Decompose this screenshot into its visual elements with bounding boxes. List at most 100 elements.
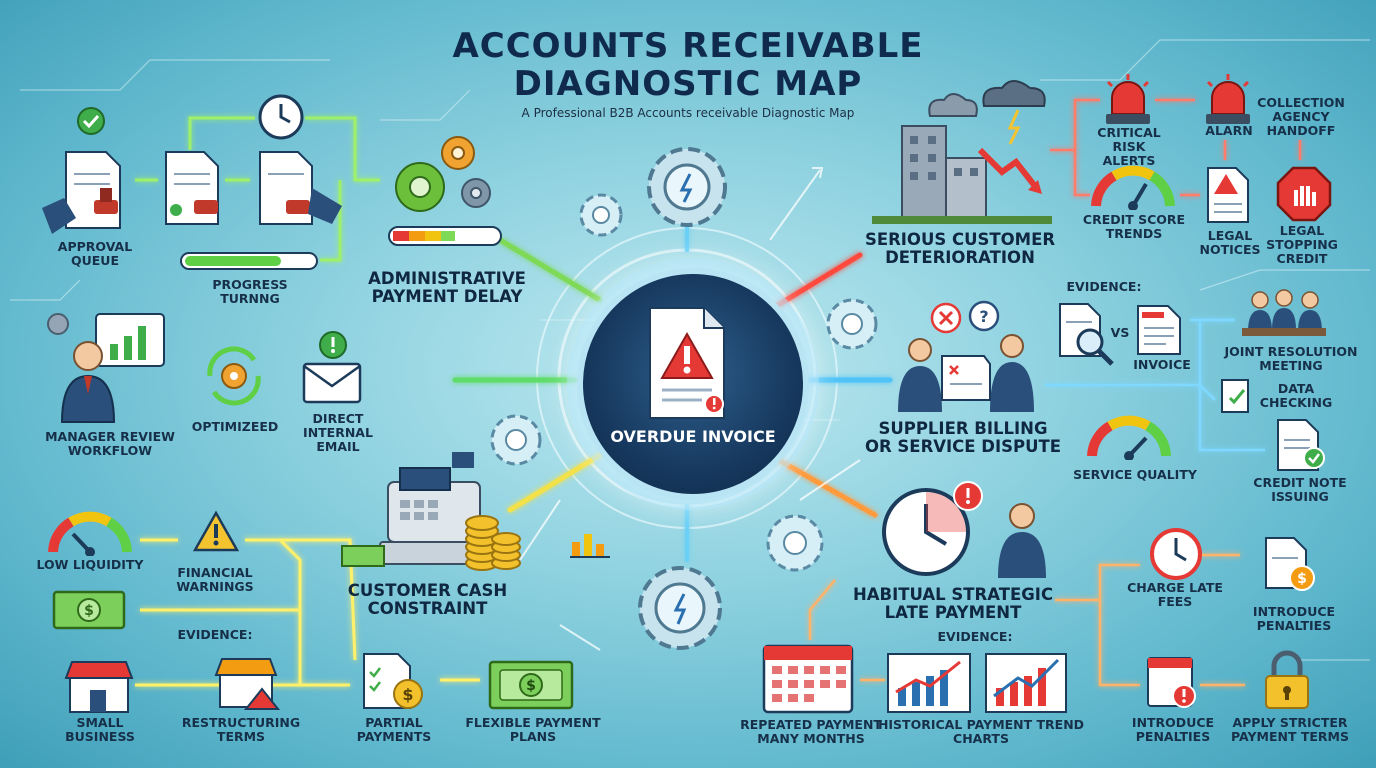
apply-stricter-label: APPLY STRICTER PAYMENT TERMS [1231,715,1349,744]
svg-text:$: $ [402,685,413,704]
page-title-line2: DIAGNOSTIC MAP [513,64,863,104]
top-gear-icon [647,147,727,227]
financial-warnings-label: FINANCIAL WARNINGS [176,565,254,594]
svg-text:$: $ [1297,571,1307,587]
cash-register-icon [341,452,489,567]
clock-icon [258,94,304,140]
collection-agency-label: COLLECTION AGENCY HANDOFF [1257,95,1345,138]
data-checking-label: DATA CHECKING [1259,381,1333,410]
mini-chart-icon [570,534,610,558]
page-subtitle: A Professional B2B Accounts receivable D… [521,106,855,120]
manager-review-label: MANAGER REVIEW WORKFLOW [45,429,175,458]
cash-evidence-label: EVIDENCE: [177,627,253,642]
credit-score-label: CREDIT SCORE TRENDS [1082,212,1186,241]
stop-sign-icon [1276,166,1332,222]
warning-icon [192,510,240,552]
restructuring-label: RESTRUCTURING TERMS [181,715,301,744]
cash-constraint-heading: CUSTOMER CASH CONSTRAINT [347,581,508,619]
low-liquidity-label: LOW LIQUIDITY [36,557,144,572]
store-icon [64,661,134,713]
trend-chart-icon-2 [985,653,1067,713]
progress-turning-label: PROGRESS TURNNG [212,277,288,306]
credit-score-gauge-icon [1091,165,1175,210]
historical-trend-label: HISTORICAL PAYMENT TREND CHARTS [877,717,1085,746]
service-quality-label: SERVICE QUALITY [1073,467,1197,482]
dispute-evidence-label: EVIDENCE: [1066,279,1142,294]
introduce-penalties-bottom-label: INTRODUCE PENALTIES [1131,715,1215,744]
decor-arrows [519,167,861,651]
handshake-dispute-icon: ? [898,300,1034,412]
circuit-background [10,39,1370,661]
legal-notice-icon [1207,167,1249,223]
late-fee-clock-icon [1150,528,1202,580]
overdue-invoice-icon [649,307,725,419]
calendar-icon [762,644,854,714]
envelope-icon [302,362,362,404]
small-gear-icon-1 [579,193,623,237]
siren-icon [1106,74,1150,124]
repeated-payment-label: REPEATED PAYMENT MANY MONTHS [740,717,882,746]
invoice-label: INVOICE [1133,357,1191,372]
deterioration-flow-lines [1050,98,1302,197]
cash-flow-lines [135,538,480,687]
recycle-gears-icon [207,346,261,406]
small-gear-icon-4 [766,514,824,572]
approval-queue-label: APPROVAL QUEUE [57,239,133,268]
small-gear-icon-2 [490,414,542,466]
vs-label: VS [1110,325,1130,340]
service-quality-gauge-icon [1087,415,1171,460]
penalty-document-icon: $ [1265,537,1315,591]
page-title-line1: ACCOUNTS RECEIVABLE [452,26,924,66]
progress-bar-icon [388,226,502,246]
hub-label: OVERDUE INVOICE [610,427,776,446]
gauge-icon [48,511,132,556]
gears-icon [395,136,491,212]
habitual-flow-lines [808,553,1245,687]
credit-note-icon [1277,419,1325,471]
partial-payments-label: PARTIAL PAYMENTS [356,715,432,744]
flexible-plans-label: FLEXIBLE PAYMENT PLANS [465,715,601,744]
legal-notices-label: LEGAL NOTICES [1199,228,1261,257]
habitual-heading: HABITUAL STRATEGIC LATE PAYMENT [852,585,1054,623]
invoice-document-icon [1137,305,1181,355]
dispute-flow-lines [1045,318,1265,452]
joint-meeting-label: JOINT RESOLUTION MEETING [1224,344,1358,373]
habitual-evidence-label: EVIDENCE: [937,629,1013,644]
money-bill-icon: $ [52,590,126,630]
spoke-admin [497,237,603,303]
legal-stopping-label: LEGAL STOPPING CREDIT [1266,223,1338,266]
dispute-heading: SUPPLIER BILLING OR SERVICE DISPUTE [864,419,1062,457]
manager-chart-icon [47,313,165,423]
deterioration-heading: SERIOUS CUSTOMER DETERIORATION [864,230,1056,268]
alarm-siren-icon [1206,74,1250,124]
spoke-cash [507,452,603,513]
bottom-gear-icon [638,566,722,650]
data-checking-icon [1221,379,1249,413]
document-stamp-icon [165,151,219,225]
restructuring-store-icon [214,658,281,710]
direct-email-label: DIRECT INTERNAL EMAIL [303,411,373,454]
credit-note-label: CREDIT NOTE ISSUING [1253,475,1347,504]
introduce-penalties-top-label: INTRODUCE PENALTIES [1252,604,1336,633]
coins-icon [465,515,521,571]
progress-bar-green-icon [180,252,318,270]
critical-risk-label: CRITICAL RISK ALERTS [1097,125,1161,168]
notification-dot-icon [319,331,347,359]
optimized-label: OPTIMIZEED [191,419,279,434]
small-business-label: SMALL BUSINESS [65,715,135,744]
svg-text:$: $ [526,678,536,694]
spoke-deterioration [767,252,863,313]
checklist-icon: $ [363,653,423,709]
padlock-icon [1265,650,1309,709]
small-gear-icon-3 [826,298,878,350]
approval-document-stamp-icon [42,151,121,234]
check-icon [77,107,105,135]
stopwatch-icon [882,481,1046,578]
document-approval-icon [259,151,342,225]
penalty-calendar-icon [1147,657,1196,708]
admin-delay-heading: ADMINISTRATIVE PAYMENT DELAY [368,269,526,307]
building-storm-icon [872,80,1052,224]
svg-text:$: $ [84,603,94,619]
charge-late-label: CHARGE LATE FEES [1127,580,1223,609]
